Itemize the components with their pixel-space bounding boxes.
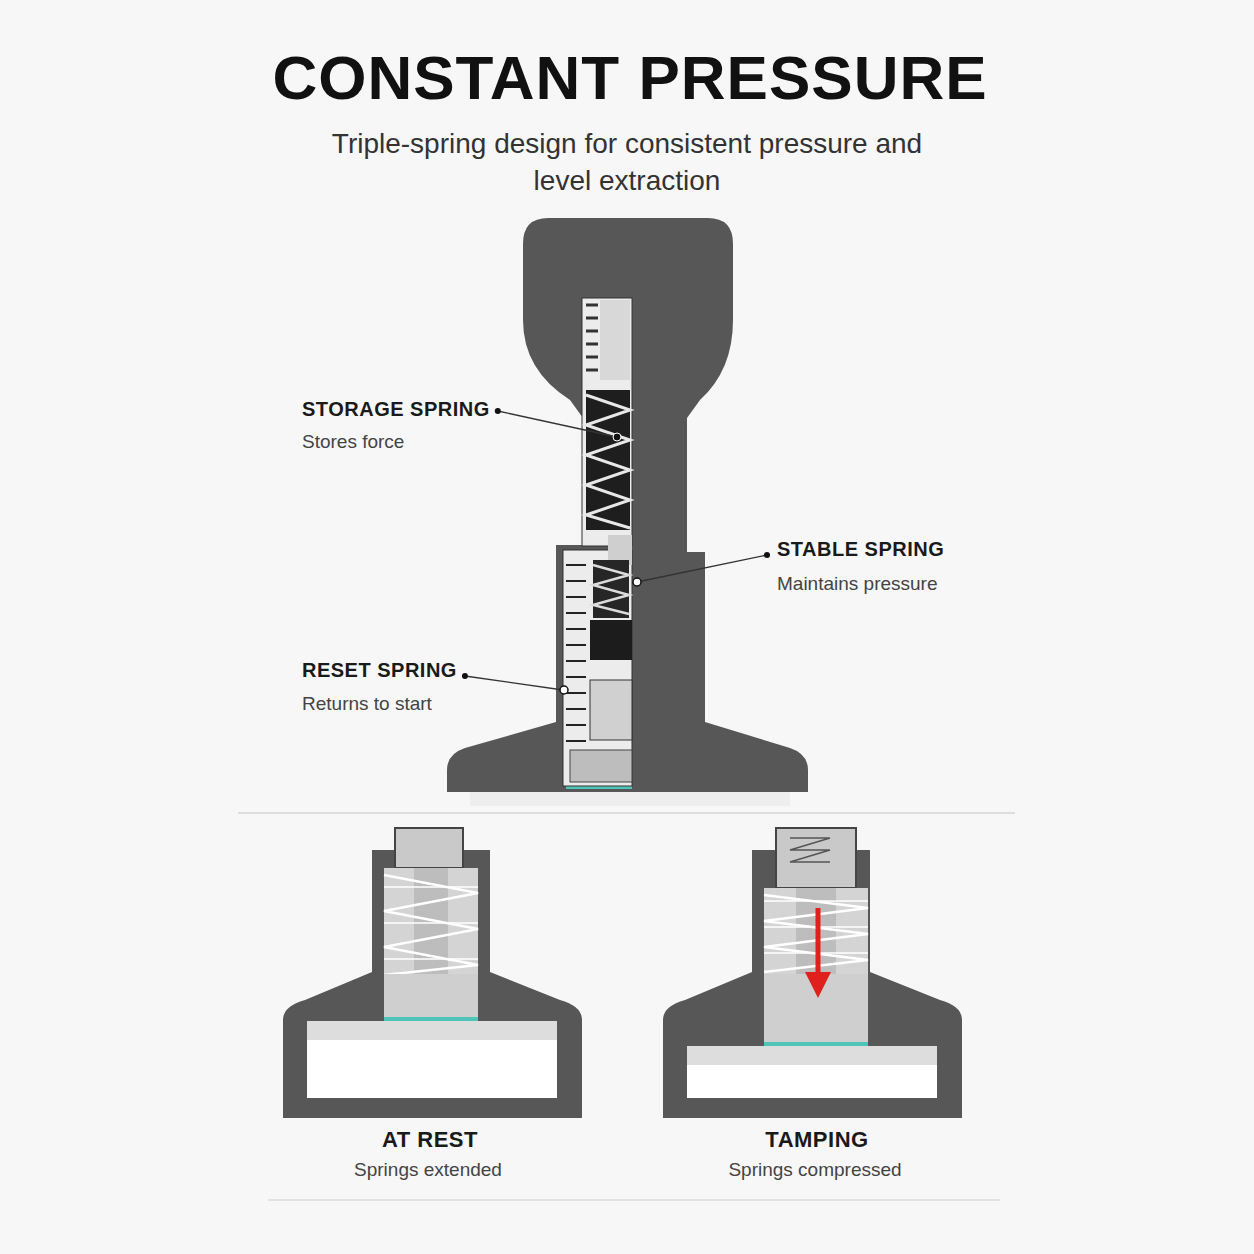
storage-spring xyxy=(586,390,630,530)
separator-line xyxy=(268,1199,1000,1201)
leader-line xyxy=(462,673,468,679)
separator-line xyxy=(238,812,1015,814)
leader-line xyxy=(495,408,501,414)
callout-title: STABLE SPRING xyxy=(777,537,944,562)
tamper-cross-section xyxy=(470,792,790,806)
storage-spring xyxy=(586,395,630,528)
stable-spring xyxy=(593,560,629,618)
at-rest-illustration xyxy=(307,1021,557,1040)
callout-note: Maintains pressure xyxy=(777,572,938,596)
panel-heading: TAMPING xyxy=(677,1126,957,1154)
leader-line xyxy=(465,676,563,690)
at-rest-illustration xyxy=(283,828,582,1118)
leader-line xyxy=(498,411,617,437)
tamping-illustration xyxy=(764,888,868,974)
at-rest-illustration xyxy=(283,850,582,1118)
tamper-cross-section xyxy=(590,620,632,660)
tamping-illustration xyxy=(776,828,856,888)
stable-spring xyxy=(593,560,629,618)
tamping-illustration xyxy=(805,972,831,998)
title: CONSTANT PRESSURE xyxy=(180,42,1080,114)
tamping-illustration xyxy=(790,838,830,862)
reset-spring xyxy=(566,565,586,741)
tamper-cross-section xyxy=(447,218,808,792)
reset-spring xyxy=(566,565,586,741)
leader-line xyxy=(462,408,770,694)
tamping-illustration xyxy=(663,828,962,1118)
tamping-illustration xyxy=(663,850,962,1118)
tamper-cross-section xyxy=(570,750,632,782)
at-rest-illustration xyxy=(384,974,478,1020)
storage-spring xyxy=(586,305,630,530)
callout-note: Returns to start xyxy=(302,692,432,716)
leader-line xyxy=(560,686,568,694)
tamping-illustration xyxy=(764,1042,868,1046)
callout-note: Stores force xyxy=(302,430,404,454)
tamping-illustration xyxy=(687,1046,937,1065)
callout-title: STORAGE SPRING xyxy=(302,397,490,422)
leader-line xyxy=(613,433,621,441)
callout-title: RESET SPRING xyxy=(302,658,457,683)
leader-line xyxy=(764,552,770,558)
tamping-illustration xyxy=(816,908,821,975)
tamper-cross-section xyxy=(582,298,632,546)
tamper-cross-section xyxy=(590,680,632,740)
subtitle: Triple-spring design for consistent pres… xyxy=(307,125,947,199)
stable-spring xyxy=(593,565,629,614)
at-rest-illustration xyxy=(384,1017,478,1021)
leader-line xyxy=(637,555,767,582)
tamping-illustration xyxy=(687,1065,937,1098)
at-rest-illustration xyxy=(384,868,478,974)
at-rest-illustration xyxy=(384,875,478,975)
tamper-cross-section xyxy=(447,218,808,806)
at-rest-illustration xyxy=(395,828,463,868)
at-rest-illustration xyxy=(384,887,478,959)
storage-spring xyxy=(586,305,598,370)
at-rest-illustration xyxy=(307,1040,557,1098)
tamper-cross-section xyxy=(600,300,630,380)
tamper-cross-section xyxy=(563,550,632,786)
panel-note: Springs extended xyxy=(288,1158,568,1182)
panel-heading: AT REST xyxy=(290,1126,570,1154)
leader-line xyxy=(633,578,641,586)
panel-note: Springs compressed xyxy=(675,1158,955,1182)
